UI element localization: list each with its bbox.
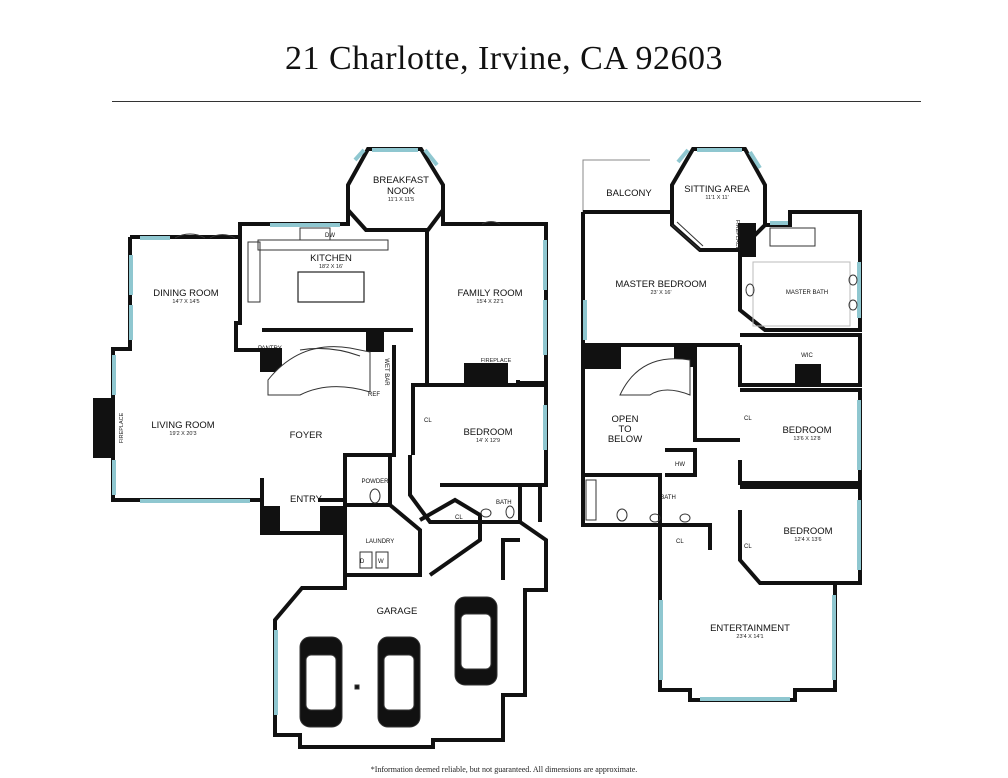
upper-outer-west <box>581 212 662 590</box>
laundry-label: LAUNDRY <box>366 539 395 545</box>
dining-room-dims: 14'7 X 14'5 <box>172 299 199 305</box>
kitchen-island <box>297 271 365 303</box>
hall-closet-label: CL <box>676 539 684 545</box>
entertainment-label: ENTERTAINMENT <box>710 623 790 634</box>
garage-walls <box>273 520 548 749</box>
interior-stair-garage <box>419 497 482 577</box>
kitchen-label: KITCHEN <box>310 253 352 264</box>
title-divider <box>112 101 921 102</box>
page-title: 21 Charlotte, Irvine, CA 92603 <box>284 40 724 77</box>
bedroom-one-walls <box>738 388 862 485</box>
pantry-label: PANTRY <box>258 346 282 352</box>
open-to-below-line2: TO <box>618 424 631 435</box>
bedroom-first-floor-label: BEDROOM <box>463 427 512 438</box>
entry-pillar-left <box>260 506 280 535</box>
bedroom-one-closet-label: CL <box>744 416 752 422</box>
dining-room-label: DINING ROOM <box>153 288 219 299</box>
fireplace-living-block <box>93 398 115 458</box>
interior-powder <box>343 455 392 507</box>
disclaimer-footnote: *Information deemed reliable, but not gu… <box>370 765 638 774</box>
sitting-area-label: SITTING AREA <box>684 184 750 195</box>
foyer-label: FOYER <box>290 430 323 441</box>
wet-bar-label: WET BAR <box>383 358 389 386</box>
bedroom-two-walls <box>738 485 862 585</box>
fireplace-family-block <box>464 363 508 385</box>
bedroom-closet-label: CL <box>424 418 432 424</box>
wic-walls <box>738 333 862 387</box>
second-floor-windows <box>583 148 861 701</box>
open-to-below-line1: OPEN <box>612 414 639 425</box>
upper-bath-label: BATH <box>660 495 676 501</box>
family-room-label: FAMILY ROOM <box>457 288 522 299</box>
bedroom-one-label: BEDROOM <box>782 425 831 436</box>
bedroom-two-label: BEDROOM <box>783 526 832 537</box>
entertainment-dims: 23'4 X 14'1 <box>736 634 763 640</box>
upper-stair <box>619 358 691 396</box>
master-bath-label: MASTER BATH <box>786 290 828 296</box>
garage-east-inner <box>501 538 520 580</box>
stair-block-left <box>260 348 282 372</box>
balcony-rail <box>582 159 650 212</box>
master-fireplace-block <box>738 223 756 257</box>
family-room-dims: 15'4 X 22'1 <box>476 299 503 305</box>
wic-label: WIC <box>801 353 813 359</box>
wic-block <box>795 364 821 387</box>
outer-wall-west <box>93 237 262 502</box>
first-floor-plan <box>93 147 548 749</box>
open-below-east <box>693 345 740 442</box>
main-stair <box>267 346 371 396</box>
interior-dining-kitchen <box>234 237 262 352</box>
living-room-label: LIVING ROOM <box>151 420 214 431</box>
first-floor-fixtures <box>174 221 515 728</box>
interior-bedroom-walls <box>408 383 548 524</box>
bedroom-one-dims: 13'6 X 12'8 <box>793 436 820 442</box>
kitchen-dims: 18'2 X 16' <box>319 264 343 270</box>
master-stair-block-left <box>583 343 621 369</box>
open-to-below-line3: BELOW <box>608 434 642 445</box>
stair-block-right <box>366 328 384 352</box>
sitting-area-dims: 11'1 X 11' <box>705 195 728 201</box>
breakfast-nook-label-line2: NOOK <box>387 186 416 197</box>
powder-label: POWDER <box>362 479 390 485</box>
dryer-label: D <box>360 559 365 565</box>
hw-closet <box>665 448 697 477</box>
bedroom-first-floor-dims: 14' X 12'9 <box>476 438 500 444</box>
entry-pillar-right <box>320 506 344 535</box>
second-floor-fixtures <box>585 221 858 523</box>
interior-bath-walls <box>440 483 542 522</box>
entertainment-walls <box>658 583 837 702</box>
fireplace-family-label: FIREPLACE <box>481 358 512 364</box>
ref-label: REF <box>368 392 380 398</box>
bedroom-two-dims: 12'4 X 13'6 <box>794 537 821 543</box>
entry-label: ENTRY <box>290 494 323 505</box>
bath-label: BATH <box>496 500 512 506</box>
first-floor-labels: BREAKFAST NOOK 11'1 X 11'5 KITCHEN 18'2 … <box>119 175 523 617</box>
fireplace-living-label: FIREPLACE <box>119 412 125 443</box>
bedroom-two-closet-label: CL <box>744 544 752 550</box>
breakfast-nook-dims: 11'1 X 11'5 <box>388 197 414 203</box>
living-room-dims: 19'2 X 20'3 <box>169 431 196 437</box>
breakfast-nook-label: BREAKFAST <box>373 175 429 186</box>
bath-closet-label: CL <box>455 515 463 521</box>
washer-label: W <box>378 559 384 565</box>
dishwasher-label: DW <box>325 233 335 239</box>
balcony-label: BALCONY <box>606 188 652 199</box>
second-floor-labels: BALCONY SITTING AREA 11'1 X 11' FIREPLAC… <box>606 184 832 640</box>
master-fireplace-label: FIREPLACE <box>734 220 740 251</box>
master-bedroom-dims: 23' X 16' <box>650 290 671 296</box>
master-bedroom-label: MASTER BEDROOM <box>615 279 706 290</box>
hw-label: HW <box>675 462 685 468</box>
garage-label: GARAGE <box>377 606 418 617</box>
first-floor-windows <box>112 148 547 715</box>
bath-hall-walls <box>583 473 712 550</box>
